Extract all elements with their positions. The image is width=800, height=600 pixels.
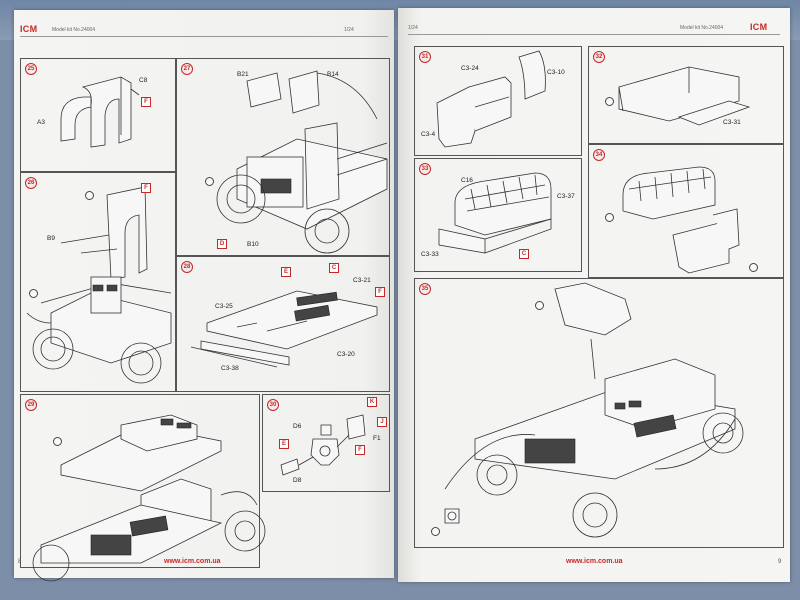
part-label-c3-33: C3-33 <box>421 251 439 258</box>
step-number: 31 <box>419 51 431 63</box>
step-number: 35 <box>419 283 431 295</box>
header-rule <box>20 36 388 37</box>
kit-label: Model kit No.24004 <box>680 25 724 31</box>
part-label-c3-38: C3-38 <box>221 365 239 372</box>
left-page: ICM Model kit No.24004 1/24 25 C8 F A3 2… <box>14 10 394 582</box>
step-number: 34 <box>593 149 605 161</box>
step-number: 28 <box>181 261 193 273</box>
part-label-c3-4: C3-4 <box>421 131 436 138</box>
callout-circle <box>605 213 614 222</box>
step-number: 27 <box>181 63 193 75</box>
step-33-drawing <box>438 172 552 254</box>
step-35-panel: 35 <box>414 278 784 548</box>
step-number: 25 <box>25 63 37 75</box>
part-label-c3-21: C3-21 <box>353 277 371 284</box>
part-label-c3-25: C3-25 <box>215 303 233 310</box>
footer-url: www.icm.com.ua <box>164 558 221 565</box>
step-32-drawing <box>618 66 751 126</box>
part-label-d8: D8 <box>293 477 302 484</box>
step-27-panel: 27 B21 B14 D B10 <box>176 58 390 256</box>
part-label-b21: B21 <box>237 71 249 78</box>
step-number: 29 <box>25 399 37 411</box>
paint-mark-k: K <box>367 397 377 407</box>
paint-mark-c: C <box>519 249 529 259</box>
icm-logo: ICM <box>20 24 38 34</box>
step-34-panel: 34 <box>588 144 784 278</box>
step-28-drawing <box>190 290 378 368</box>
step-28-panel: 28 E C C3-21 F C3-25 C3-38 C3-20 <box>176 256 390 392</box>
part-label-c3-37: C3-37 <box>557 193 575 200</box>
callout-circle <box>205 177 214 186</box>
step-30-panel: 30 K D6 J F1 E F D8 <box>262 394 390 492</box>
header-rule <box>408 34 780 35</box>
callout-circle <box>85 191 94 200</box>
part-label-c3-31: C3-31 <box>723 119 741 126</box>
step-25-drawing <box>60 76 140 148</box>
part-label-c8: C8 <box>139 77 148 84</box>
part-label-b10: B10 <box>247 241 259 248</box>
callout-circle <box>749 263 758 272</box>
part-label-b14: B14 <box>327 71 339 78</box>
page-number: 9 <box>778 559 782 565</box>
step-29-drawing <box>32 414 266 582</box>
paint-mark-f: F <box>355 445 365 455</box>
paint-mark-j: J <box>377 417 387 427</box>
step-number: 26 <box>25 177 37 189</box>
step-26-panel: 26 F B9 <box>20 172 176 392</box>
callout-circle <box>53 437 62 446</box>
part-label-c3-20: C3-20 <box>337 351 355 358</box>
part-label-d6: D6 <box>293 423 302 430</box>
step-33-panel: 33 C16 C3-37 C3-33 C <box>414 158 582 272</box>
part-label-c3-10: C3-10 <box>547 69 565 76</box>
kit-label: Model kit No.24004 <box>52 27 96 33</box>
step-25-panel: 25 C8 F A3 <box>20 58 176 172</box>
page-number: 8 <box>18 559 22 565</box>
step-number: 30 <box>267 399 279 411</box>
callout-circle <box>605 97 614 106</box>
paint-mark-c: C <box>329 263 339 273</box>
paint-mark-f: F <box>141 183 151 193</box>
step-31-drawing <box>436 50 546 148</box>
step-32-panel: 32 C3-31 <box>588 46 784 144</box>
paint-mark-d: D <box>217 239 227 249</box>
step-29-panel: 29 <box>20 394 266 582</box>
part-label-c3-24: C3-24 <box>461 65 479 72</box>
paint-mark-e: E <box>279 439 289 449</box>
icm-logo: ICM <box>750 22 768 32</box>
callout-circle <box>535 301 544 310</box>
step-27-drawing <box>216 70 388 254</box>
step-31-panel: 31 C3-24 C3-10 C3-4 <box>414 46 582 156</box>
part-label-b9: B9 <box>47 235 55 242</box>
scale-label: 1/24 <box>344 27 354 33</box>
step-30-drawing <box>280 414 366 476</box>
scale-label: 1/24 <box>408 25 418 31</box>
part-label-a3: A3 <box>37 119 45 126</box>
right-page: 1/24 Model kit No.24004 ICM 31 C3-24 C3-… <box>398 8 790 582</box>
callout-circle <box>29 289 38 298</box>
step-number: 33 <box>419 163 431 175</box>
footer-url: www.icm.com.ua <box>566 558 623 565</box>
paint-mark-f: F <box>141 97 151 107</box>
step-26-drawing <box>26 186 172 384</box>
paint-mark-e: E <box>281 267 291 277</box>
part-label-f1: F1 <box>373 435 381 442</box>
step-34-drawing <box>622 166 740 274</box>
step-35-drawing <box>444 282 744 538</box>
callout-circle <box>431 527 440 536</box>
paint-mark-f: F <box>375 287 385 297</box>
step-number: 32 <box>593 51 605 63</box>
part-label-c16: C16 <box>461 177 473 184</box>
